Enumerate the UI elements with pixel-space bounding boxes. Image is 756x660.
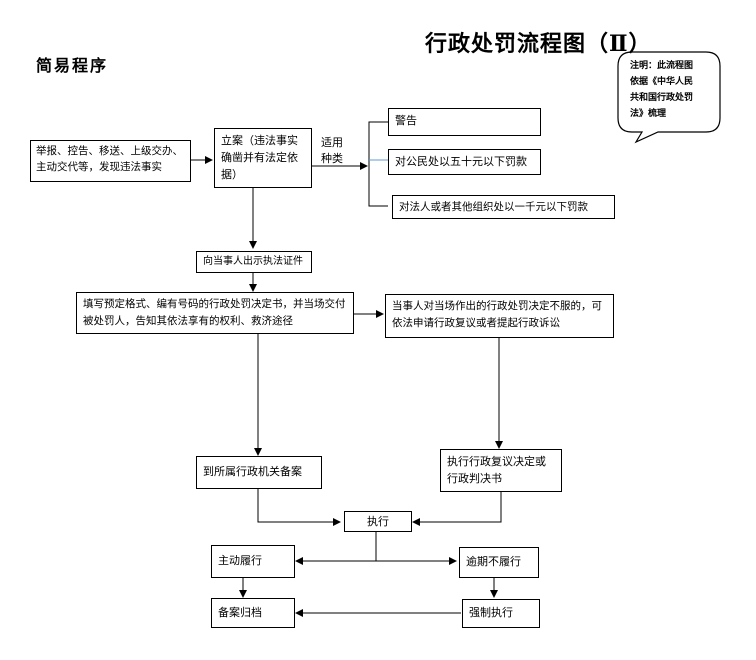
note-text: 注明：此流程图依据《中华人民共和国行政处罚法》梳理 <box>630 61 694 119</box>
penalty-warning: 警告 <box>388 108 541 136</box>
step-objection: 当事人对当场作出的行政处罚决定不服的，可依法申请行政复议或者提起行政诉讼 <box>385 294 614 338</box>
bracket-penalty-types <box>368 121 388 207</box>
step-archive: 备案归档 <box>211 598 295 628</box>
step-show-id: 向当事人出示执法证件 <box>196 251 312 273</box>
step-enforce: 强制执行 <box>462 599 540 628</box>
note-bubble <box>617 51 721 144</box>
arrow-review-to-execute <box>412 492 502 526</box>
penalty-fine-citizen: 对公民处以五十元以下罚款 <box>388 149 541 175</box>
step-execute: 执行 <box>344 511 412 532</box>
step-file-record: 到所属行政机关备案 <box>196 456 322 489</box>
step-file-case: 立案（违法事实确凿并有法定依据） <box>214 128 312 188</box>
page-title: 行政处罚流程图（Ⅱ） <box>425 31 652 57</box>
step-overdue: 逾期不履行 <box>459 547 539 578</box>
label-applicable-types: 适用种类 <box>321 136 343 165</box>
procedure-subtitle: 简易程序 <box>36 56 109 75</box>
step-report: 举报、控告、移送、上级交办、主动交代等，发现违法事实 <box>30 140 191 182</box>
arrow-record-to-execute <box>257 488 341 526</box>
penalty-fine-org: 对法人或者其他组织处以一千元以下罚款 <box>392 195 615 219</box>
step-voluntary: 主动履行 <box>211 545 295 578</box>
step-fill-decision: 填写预定格式、编有号码的行政处罚决定书，并当场交付被处罚人，告知其依法享有的权利… <box>76 292 354 334</box>
step-review-result: 执行行政复议决定或行政判决书 <box>440 449 562 492</box>
